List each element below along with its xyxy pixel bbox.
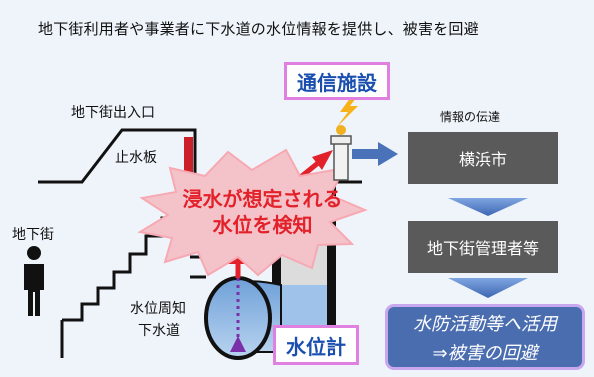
person-icon-head	[27, 246, 41, 260]
comm-facility-post	[333, 141, 349, 181]
person-icon-body	[24, 264, 44, 316]
signal-arrow-head	[312, 150, 333, 170]
info-transmission-label: 情報の伝達	[440, 110, 501, 124]
flow-down-arrow	[448, 198, 528, 216]
stop-board-bar	[184, 137, 193, 177]
result-box: 水防活動等へ活用 ⇒被害の回避	[385, 304, 585, 370]
comm-facility-cap	[330, 135, 352, 145]
sewer-label-line2: 下水道	[138, 323, 180, 339]
water-gauge-callout: 水位計	[273, 325, 359, 365]
lightning-bolt-icon	[336, 90, 362, 128]
sewer-label-line1: 水位周知	[130, 301, 186, 317]
yokohama-city-box: 横浜市	[408, 132, 558, 184]
underground-mall-label: 地下街	[12, 227, 54, 243]
burst-text-line2: 水位を検知	[212, 213, 313, 237]
alert-burst	[137, 148, 368, 277]
water-gauge-triangle	[230, 336, 246, 352]
stop-board-label: 止水板	[115, 150, 157, 166]
transmit-arrow-shaft	[352, 149, 378, 159]
comm-antenna-bulb	[336, 125, 346, 135]
burst-text-line1: 浸水が想定される	[182, 187, 343, 211]
result-line1: 水防活動等へ活用	[413, 314, 557, 335]
flow-down-arrow	[448, 278, 528, 298]
transmit-arrow-head	[378, 142, 398, 166]
result-line2: ⇒被害の回避	[432, 343, 538, 364]
mall-manager-box: 地下街管理者等	[408, 221, 558, 273]
page-title: 地下街利用者や事業者に下水道の水位情報を提供し、被害を回避	[38, 20, 479, 38]
comm-facility-callout: 通信施設	[284, 62, 390, 100]
underground-entrance-label: 地下街出入口	[71, 105, 155, 121]
